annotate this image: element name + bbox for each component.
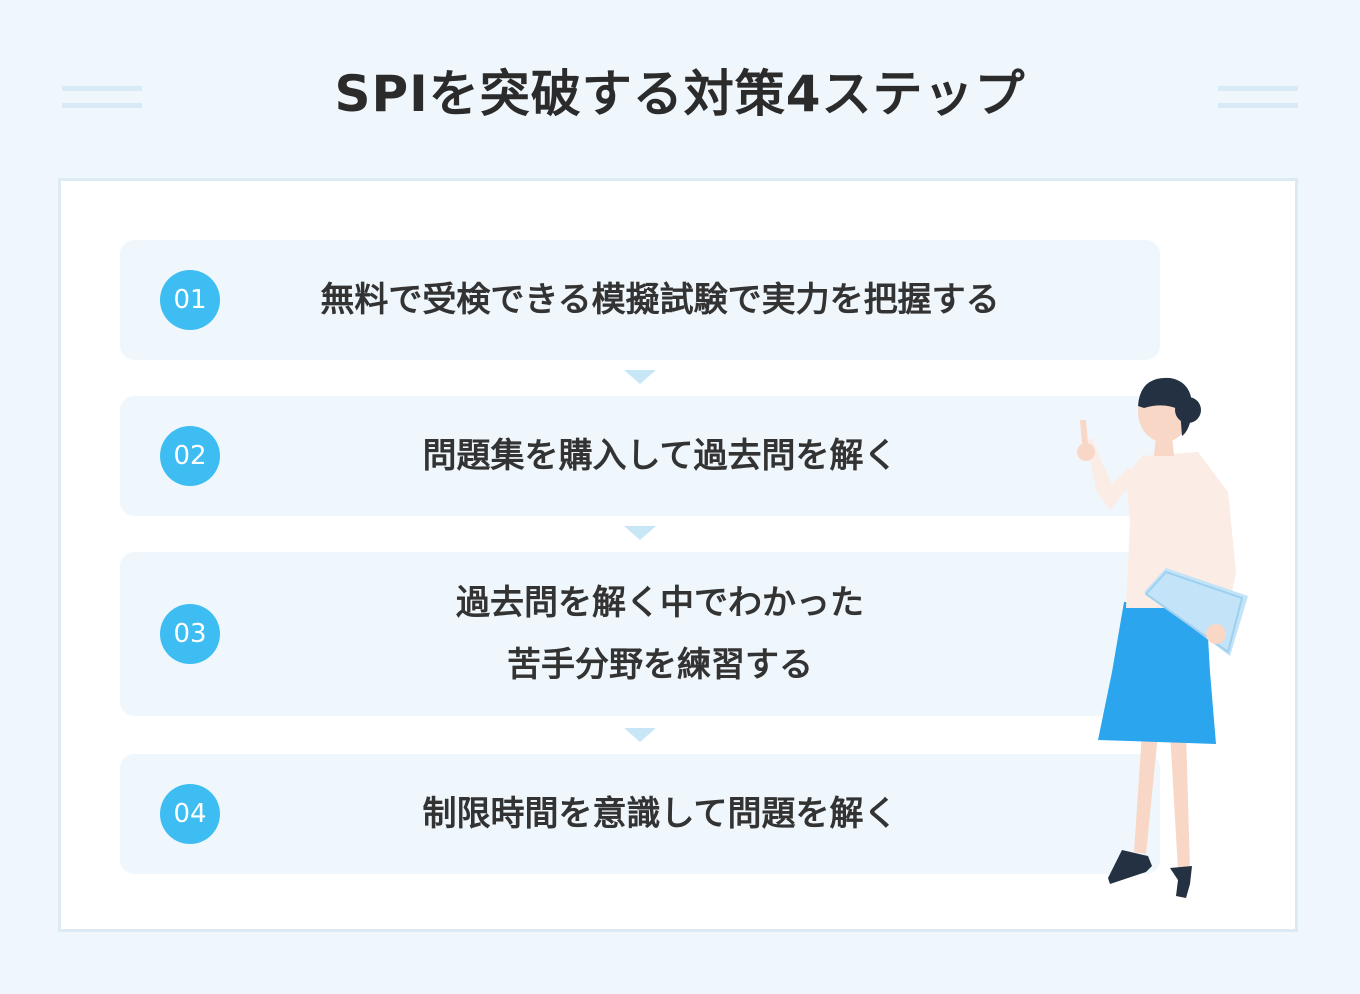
title-decoration-right [1218,86,1298,108]
down-arrow-icon [624,370,656,384]
title-decoration-left [62,86,142,108]
page-title: SPIを突破する対策4ステップ [334,65,1026,123]
step-text: 無料で受検できる模擬試験で実力を把握する [320,280,1000,320]
step-number-badge: 01 [160,270,220,330]
woman-illustration-icon [1077,377,1248,898]
step-number-badge: 02 [160,426,220,486]
step-number-badge: 04 [160,784,220,844]
step-3: 03 過去問を解く中でわかった 苦手分野を練習する [120,552,1160,716]
step-text: 制限時間を意識して問題を解く [422,794,898,834]
step-1: 01 無料で受検できる模擬試験で実力を把握する [120,240,1160,360]
step-text: 問題集を購入して過去問を解く [422,436,898,476]
step-2: 02 問題集を購入して過去問を解く [120,396,1160,516]
step-4: 04 制限時間を意識して問題を解く [120,754,1160,874]
step-text: 過去問を解く中でわかった 苦手分野を練習する [456,583,864,685]
step-number-badge: 03 [160,604,220,664]
down-arrow-icon [624,526,656,540]
down-arrow-icon [624,728,656,742]
